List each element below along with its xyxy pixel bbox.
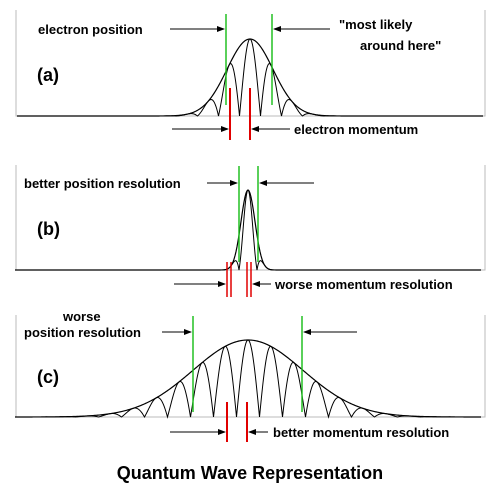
panel-b-wave-envelope: [15, 189, 481, 271]
panel-b-label: (b): [37, 219, 60, 239]
panel-b-wave-oscillation: [218, 189, 278, 271]
panel-c-position-label-2: position resolution: [24, 325, 141, 340]
panel-c-frame: [15, 315, 486, 418]
panel-c-position-label-1: worse: [62, 309, 101, 324]
panel-a-momentum-label: electron momentum: [294, 122, 418, 137]
panel-a-wave-envelope: [17, 38, 483, 117]
panel-c-momentum-label: better momentum resolution: [273, 425, 449, 440]
panel-c-wave-envelope: [15, 339, 481, 418]
panel-b: (b) better position resolution worse mom…: [15, 165, 486, 297]
panel-b-momentum-label: worse momentum resolution: [274, 277, 453, 292]
panel-c: (c) worse position resolution better mom…: [15, 309, 486, 442]
diagram-title: Quantum Wave Representation: [117, 463, 383, 483]
panel-a-likely-label-2: around here": [360, 38, 441, 53]
panel-c-label: (c): [37, 367, 59, 387]
panel-a-position-label: electron position: [38, 22, 143, 37]
panel-a-likely-label-1: "most likely: [339, 17, 413, 32]
panel-b-position-label: better position resolution: [24, 176, 181, 191]
panel-a: (a) electron position "most likely aroun…: [15, 10, 486, 140]
panel-a-label: (a): [37, 65, 59, 85]
